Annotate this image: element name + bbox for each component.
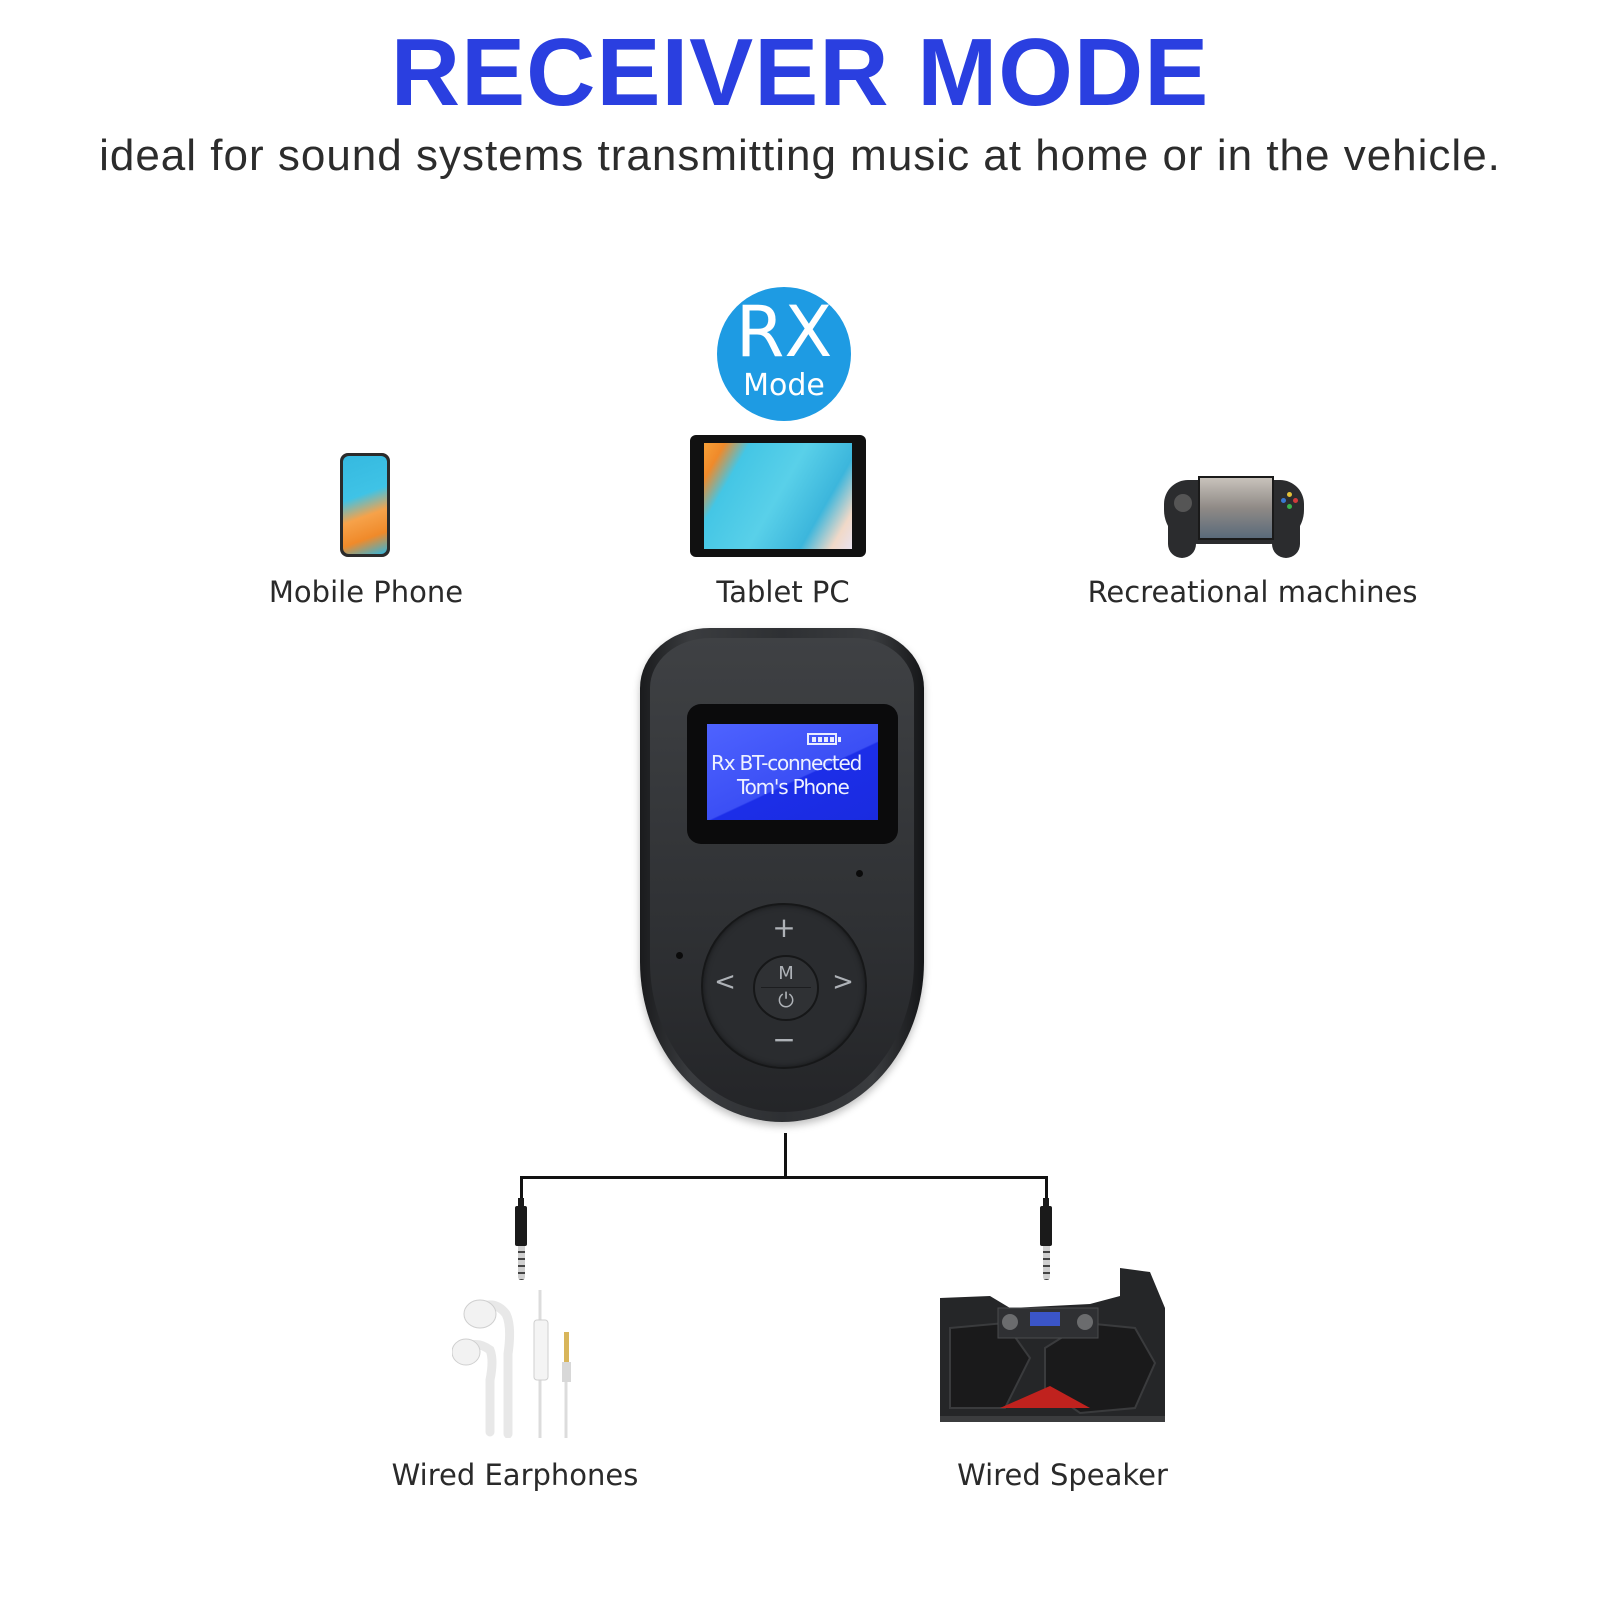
lcd-screen: Rx BT-connected Tom's Phone <box>707 724 878 820</box>
source-label-recreational-machines: Recreational machines <box>1087 575 1418 609</box>
battery-icon <box>807 733 841 745</box>
smartphone-icon <box>340 453 390 557</box>
speaker-icon <box>930 1268 1170 1433</box>
source-label-mobile-phone: Mobile Phone <box>268 575 464 609</box>
earphones-icon <box>451 1290 577 1439</box>
control-wheel: + − < > M ⏻ <box>701 903 867 1069</box>
connector-bar <box>520 1176 1048 1179</box>
handheld-game-console-icon <box>1164 472 1304 558</box>
tablet-icon <box>690 435 866 557</box>
output-label-wired-speaker: Wired Speaker <box>957 1458 1168 1492</box>
audio-jack-right-icon <box>1040 1198 1052 1280</box>
next-button[interactable]: > <box>832 967 854 997</box>
audio-jack-left-icon <box>515 1198 527 1280</box>
output-label-wired-earphones: Wired Earphones <box>391 1458 639 1492</box>
connector-right-drop <box>1045 1176 1048 1200</box>
power-icon[interactable]: ⏻ <box>778 988 794 1012</box>
rx-mode-badge: RX Mode <box>717 287 851 421</box>
volume-up-button[interactable]: + <box>772 911 796 944</box>
microphone-dot <box>856 870 863 877</box>
source-label-tablet-pc: Tablet PC <box>716 575 850 609</box>
volume-down-button[interactable]: − <box>772 1023 796 1056</box>
badge-sub: Mode <box>743 368 825 403</box>
screen-status-text: Rx BT-connected <box>711 751 862 775</box>
bluetooth-receiver-device: Rx BT-connected Tom's Phone + − < > M ⏻ <box>640 628 924 1122</box>
page-title: RECEIVER MODE <box>390 19 1210 126</box>
screen-device-name: Tom's Phone <box>737 775 850 799</box>
indicator-dot <box>676 952 683 959</box>
connector-left-drop <box>520 1176 523 1200</box>
mode-button[interactable]: M <box>778 963 794 984</box>
badge-main: RX <box>735 291 833 373</box>
page-subtitle: ideal for sound systems transmitting mus… <box>99 131 1501 180</box>
connector-stem <box>784 1133 787 1179</box>
previous-button[interactable]: < <box>714 967 736 997</box>
center-button[interactable]: M ⏻ <box>753 955 819 1021</box>
lcd-bezel: Rx BT-connected Tom's Phone <box>687 704 898 844</box>
